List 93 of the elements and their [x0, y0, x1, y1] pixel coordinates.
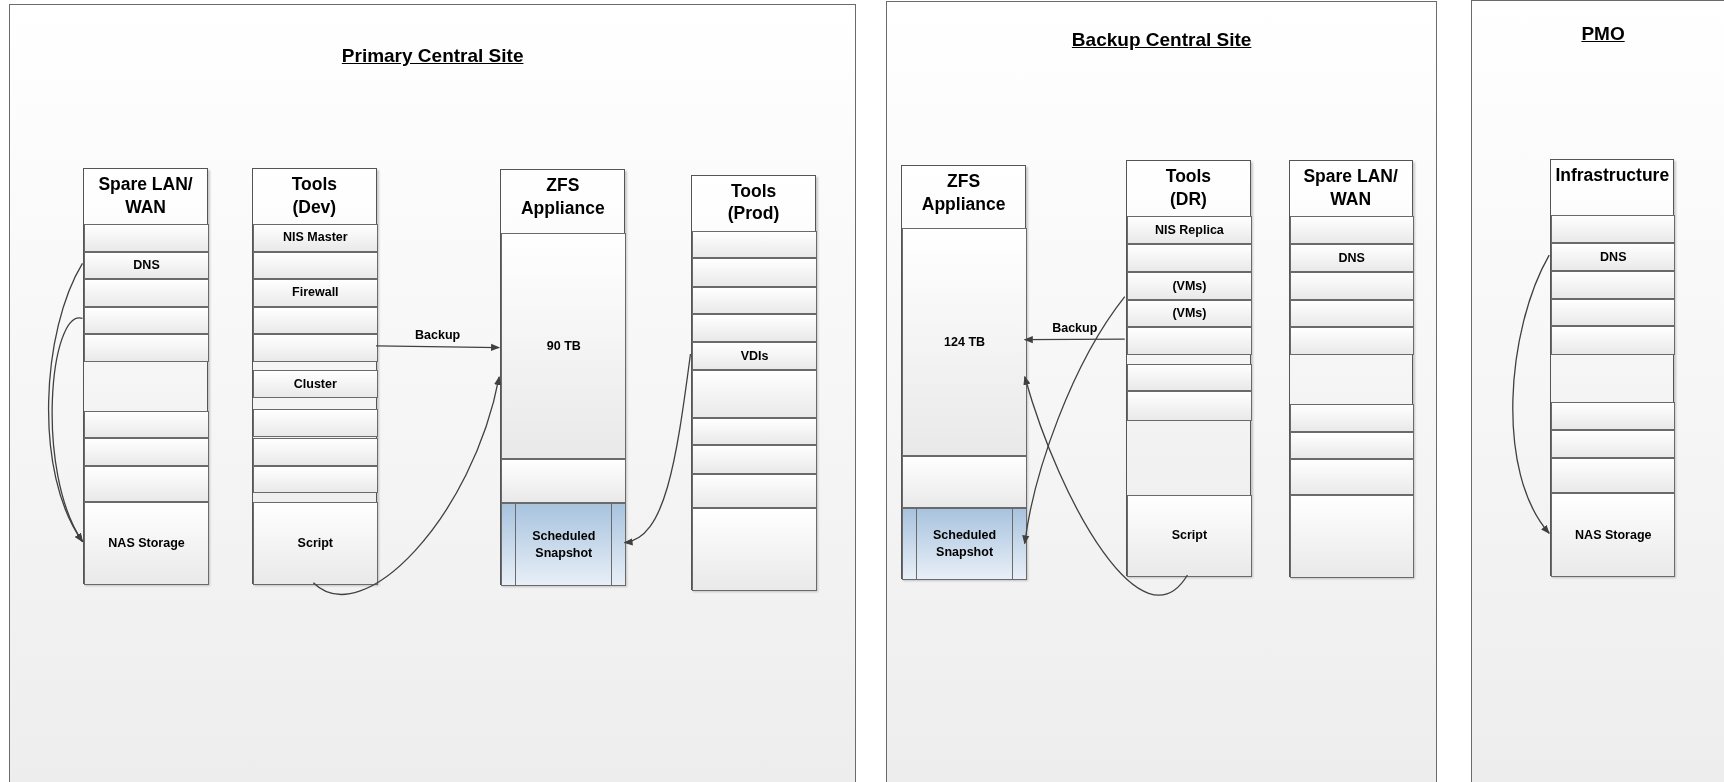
site-title: PMO — [1581, 21, 1625, 46]
stack-slot: 124 TB — [902, 228, 1027, 457]
column-heading: Spare LAN/ WAN — [97, 173, 194, 219]
stack-slot: (VMs) — [1126, 299, 1253, 328]
stack-slot: VDIs — [692, 341, 817, 371]
stack-slot — [692, 473, 817, 508]
stack-slot — [1551, 271, 1676, 299]
stack-slot — [84, 411, 209, 439]
stack-column — [251, 168, 377, 584]
stack-slot — [1126, 327, 1253, 355]
stack-slot — [1289, 272, 1414, 300]
stack-slot: NAS Storage — [1551, 493, 1676, 577]
stack-slot — [692, 286, 817, 315]
stack-slot — [252, 306, 378, 334]
stack-slot — [692, 258, 817, 287]
stack-slot — [252, 408, 378, 438]
site-panel — [886, 1, 1438, 782]
stack-slot — [1289, 404, 1414, 432]
stack-slot — [252, 438, 378, 466]
arrow — [1023, 336, 1126, 344]
column-heading: Spare LAN/ WAN — [1302, 165, 1399, 211]
snapshot-slot: Scheduled Snapshot — [902, 507, 1027, 581]
stack-slot — [1126, 391, 1253, 421]
site-panel — [8, 4, 857, 782]
stack-slot: NIS Replica — [1126, 216, 1253, 244]
stack-slot — [1551, 215, 1676, 243]
site-title: Backup Central Site — [1071, 28, 1252, 53]
column-heading: Infrastructure — [1555, 164, 1670, 188]
stack-slot — [692, 445, 817, 474]
edge-label: Backup — [1052, 320, 1098, 338]
arrow — [1023, 375, 1189, 596]
stack-slot: (VMs) — [1126, 272, 1253, 300]
site-panel — [1471, 0, 1724, 782]
stack-slot — [84, 306, 209, 334]
arrow — [312, 376, 501, 596]
stack-slot — [902, 456, 1027, 508]
stack-column — [691, 174, 816, 591]
stack-slot: Script — [1126, 494, 1253, 577]
stack-slot — [1289, 216, 1414, 244]
stack-slot: DNS — [1289, 243, 1414, 273]
stack-slot — [1289, 431, 1414, 460]
stack-column — [83, 168, 208, 584]
stack-slot — [692, 230, 817, 259]
stack-slot — [1551, 429, 1676, 459]
stack-slot — [692, 417, 817, 446]
stack-column — [1125, 160, 1252, 576]
stack-column — [500, 169, 626, 585]
stack-slot — [1551, 298, 1676, 327]
column-heading: ZFS Appliance — [921, 169, 1006, 216]
stack-slot — [252, 251, 378, 280]
arrow — [51, 317, 84, 543]
arrow — [375, 343, 501, 351]
stack-slot: DNS — [1551, 242, 1676, 272]
stack-column — [901, 164, 1026, 580]
stack-slot — [692, 507, 817, 592]
site-title: Primary Central Site — [341, 43, 524, 68]
column-heading: ZFS Appliance — [521, 174, 605, 220]
arrow — [1512, 254, 1550, 534]
stack-slot: Cluster — [252, 370, 378, 398]
stack-slot — [501, 459, 627, 504]
stack-slot — [252, 334, 378, 362]
stack-column — [1288, 160, 1413, 578]
stack-slot — [1551, 402, 1676, 430]
arrow — [623, 353, 692, 545]
edge-label: Backup — [415, 326, 461, 344]
stack-slot — [692, 314, 817, 342]
stack-slot — [1289, 459, 1414, 495]
stack-slot: NIS Master — [252, 224, 378, 252]
stack-slot — [1551, 458, 1676, 494]
stack-slot — [84, 279, 209, 307]
stack-slot — [1126, 363, 1253, 392]
stack-slot — [84, 224, 209, 252]
snapshot-slot: Scheduled Snapshot — [501, 503, 627, 586]
stack-slot — [1126, 243, 1253, 273]
stack-slot — [692, 370, 817, 418]
stack-slot — [1551, 326, 1676, 355]
stack-slot: Script — [252, 502, 378, 585]
column-heading: Tools (DR) — [1164, 165, 1213, 211]
column-heading: Tools (Prod) — [726, 179, 781, 226]
stack-slot — [1289, 494, 1414, 579]
stack-slot: 90 TB — [501, 232, 627, 460]
stack-slot — [84, 465, 209, 503]
stack-slot — [252, 465, 378, 494]
stack-column — [1550, 159, 1675, 576]
stack-slot — [84, 438, 209, 466]
stack-slot — [1289, 327, 1414, 355]
stack-slot: NAS Storage — [84, 502, 209, 585]
stack-slot — [84, 334, 209, 362]
stack-slot: Firewall — [252, 279, 378, 307]
arrow — [1022, 295, 1126, 545]
stack-slot: DNS — [84, 251, 209, 280]
column-heading: Tools (Dev) — [290, 173, 338, 219]
stack-slot — [1289, 299, 1414, 328]
